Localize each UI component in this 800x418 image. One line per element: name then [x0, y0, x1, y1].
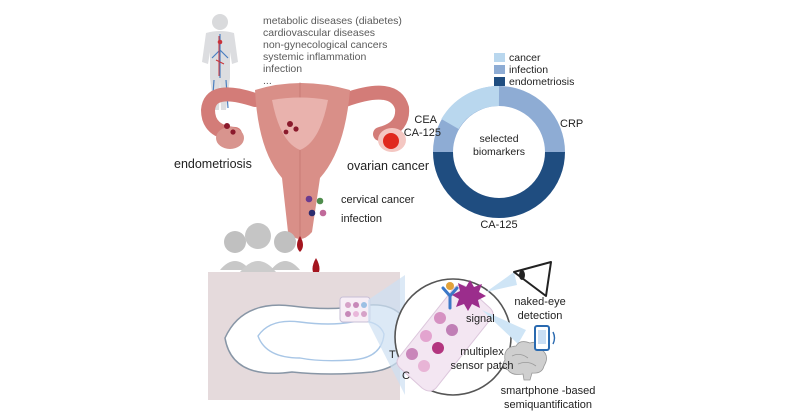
label-smartphone: smartphone -based: [501, 385, 596, 397]
label-c: C: [402, 370, 410, 382]
donut-label-ca125-left: CA-125: [404, 127, 441, 139]
ovarian-tumor-icon: [383, 133, 399, 149]
human-body-icon: [202, 14, 238, 110]
signal-star-icon: [452, 280, 486, 311]
condition-more: ...: [263, 75, 272, 87]
condition-cancers: non-gynecological cancers: [263, 39, 387, 51]
endometriosis-lesions: [224, 121, 299, 135]
label-signal: signal: [466, 313, 495, 325]
donut-center-line2: biomarkers: [473, 146, 525, 158]
people-icon: [220, 223, 300, 272]
donut-segment-cancer: [441, 85, 500, 130]
uterus-illustration: [200, 82, 410, 239]
label-ovarian-cancer: ovarian cancer: [347, 159, 429, 173]
label-t: T: [389, 349, 396, 361]
legend-cancer: cancer: [509, 52, 541, 64]
brain-icon: [502, 341, 547, 381]
donut-segment-endometriosis: [433, 151, 565, 218]
multiplex-sensor-patch: [396, 284, 494, 392]
ray-to-phone: [482, 310, 526, 344]
donut-legend: cancer infection endometriosis: [494, 52, 574, 88]
legend-swatch-endometriosis: [494, 77, 505, 86]
label-naked-eye: naked-eye: [514, 296, 565, 308]
legend-swatch-infection: [494, 65, 505, 74]
legend-endometriosis: endometriosis: [509, 76, 574, 88]
zoom-beam: [368, 275, 405, 395]
label-infection: infection: [341, 213, 382, 225]
smartphone-icon: [534, 325, 556, 351]
antibody-icon: [441, 282, 459, 310]
donut-label-cea: CEA: [414, 114, 437, 126]
label-patch-line2: sensor patch: [451, 360, 514, 372]
donut-segment-infection: [433, 86, 565, 153]
donut-label-crp: CRP: [560, 118, 583, 130]
donut-label-ca125-bottom: CA-125: [480, 219, 517, 231]
biomarker-donut: selected biomarkers: [433, 85, 565, 218]
label-detection: detection: [518, 310, 563, 322]
condition-inflammation: systemic inflammation: [263, 51, 366, 63]
condition-infection: infection: [263, 63, 302, 75]
conditions-list: metabolic diseases (diabetes) cardiovasc…: [263, 15, 402, 87]
label-cervical-cancer: cervical cancer: [341, 194, 415, 206]
donut-center-line1: selected: [479, 133, 518, 145]
ray-to-eye: [486, 272, 517, 292]
condition-cardiovascular: cardiovascular diseases: [263, 27, 375, 39]
label-patch-line1: multiplex: [460, 346, 504, 358]
legend-infection: infection: [509, 64, 548, 76]
legend-swatch-cancer: [494, 53, 505, 62]
condition-metabolic: metabolic diseases (diabetes): [263, 15, 402, 27]
pad-sensor-patch: [339, 296, 371, 323]
label-endometriosis: endometriosis: [174, 157, 252, 171]
eye-icon: [513, 261, 552, 297]
label-semiquantification: semiquantification: [504, 399, 592, 411]
